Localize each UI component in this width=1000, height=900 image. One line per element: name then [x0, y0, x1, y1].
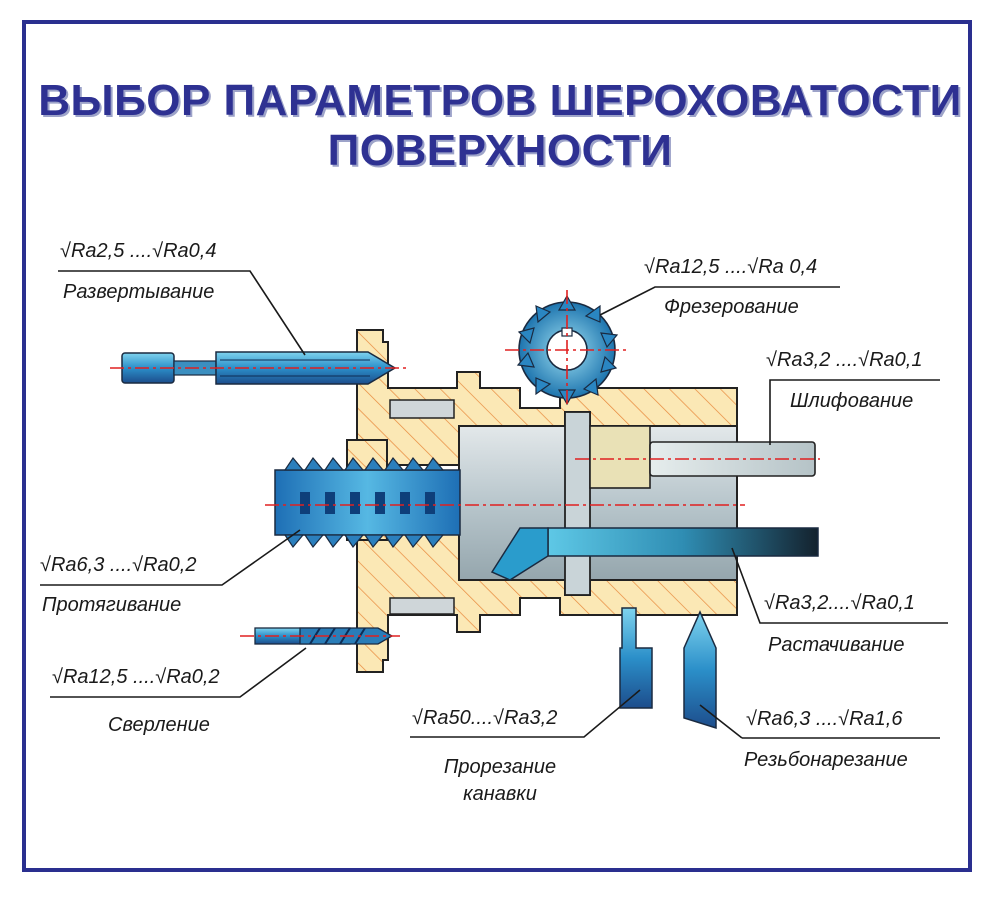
threading-tool [683, 610, 717, 730]
broaching-label: Протягивание [42, 594, 182, 616]
center-lines [110, 290, 820, 637]
grinding-roughness: √Ra3,2 ....√Ra0,1 [766, 349, 923, 371]
broaching-roughness: √Ra6,3 ....√Ra0,2 [40, 554, 197, 576]
leader-lines [40, 270, 948, 739]
grooving-label-line-1: Прорезание [443, 756, 557, 778]
milling-label: Фрезерование [664, 296, 799, 318]
milling-roughness: √Ra12,5 ....√Ra 0,4 [644, 256, 818, 278]
boring-roughness: √Ra3,2....√Ra0,1 [764, 592, 915, 614]
threading-roughness: √Ra6,3 ....√Ra1,6 [746, 708, 903, 730]
reaming-label: Развертывание [63, 281, 215, 303]
grooving-roughness: √Ra50....√Ra3,2 [412, 707, 558, 729]
grinding-label: Шлифование [790, 390, 914, 412]
drilling-label: Сверление [108, 714, 210, 736]
poster-frame [22, 20, 972, 872]
reaming-roughness: √Ra2,5 ....√Ra0,4 [60, 240, 217, 262]
page-title: ВЫБОР ПАРАМЕТРОВ ШЕРОХОВАТОСТИ ПОВЕРХНОС… [0, 76, 1000, 176]
title-line-1: ВЫБОР ПАРАМЕТРОВ ШЕРОХОВАТОСТИ [38, 76, 962, 125]
groove-ring [564, 411, 591, 596]
grooving-label-line-2: канавки [463, 783, 537, 805]
boring-label: Растачивание [768, 634, 905, 656]
threading-label: Резьбонарезание [744, 749, 908, 771]
broach-tool [274, 456, 461, 549]
grooving-tool [619, 607, 653, 709]
drilling-roughness: √Ra12,5 ....√Ra0,2 [52, 666, 220, 688]
title-line-2: ПОВЕРХНОСТИ [327, 126, 673, 175]
boring-bar [490, 527, 819, 581]
